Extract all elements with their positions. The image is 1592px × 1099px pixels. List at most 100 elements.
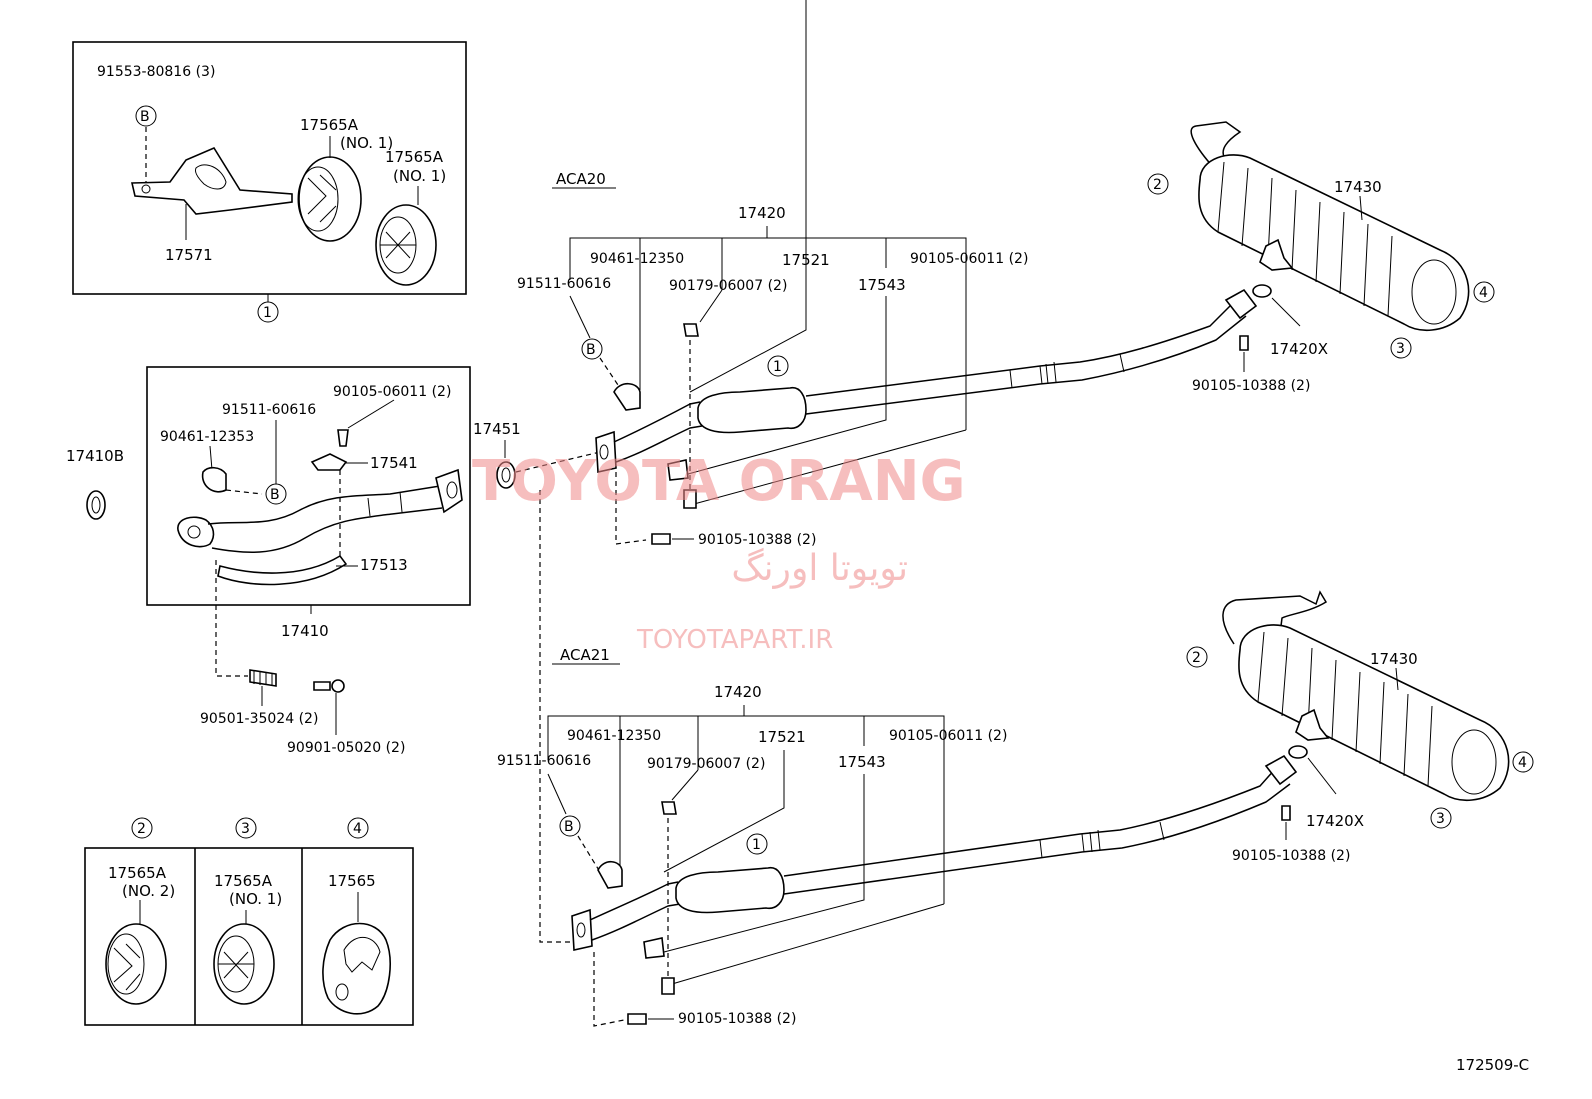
part-number-label[interactable]: 17565A — [214, 872, 273, 890]
callout-number: 1 — [752, 837, 761, 853]
part-number-label[interactable]: 17420 — [714, 683, 762, 701]
part-number-label[interactable]: 17410B — [66, 447, 124, 465]
pipe-clamp-part — [201, 466, 227, 493]
part-number-label[interactable]: 17543 — [838, 753, 886, 771]
pipe-support-part — [643, 937, 665, 959]
gasket-ring-part — [1288, 745, 1308, 759]
part-number-label[interactable]: 17541 — [370, 454, 418, 472]
spring-part — [249, 669, 277, 687]
hanger-legend: 2 3 4 17565A (NO. 2) 17565A (NO. 1) 1756… — [84, 817, 414, 1026]
part-number-label[interactable]: 17565A — [385, 148, 444, 166]
reference-b-label: B — [140, 109, 150, 125]
reference-b-label: B — [586, 342, 596, 358]
front-pipe-box: 90105-06011 (2) 91511-60616 90461-12353 … — [146, 366, 471, 640]
part-number-label[interactable]: 17420X — [1306, 812, 1364, 830]
reference-b-label: B — [564, 819, 574, 835]
part-note-label: (NO. 1) — [393, 167, 446, 185]
part-number-label[interactable]: 90105-10388 (2) — [678, 1011, 796, 1027]
part-number-label[interactable]: 91511-60616 — [222, 402, 316, 418]
bolt-part — [337, 429, 349, 447]
figure-id: 172509-C — [1456, 1056, 1529, 1074]
part-number-label[interactable]: 17420X — [1270, 340, 1328, 358]
bolt-part — [683, 489, 697, 509]
part-number-label[interactable]: 17521 — [758, 728, 806, 746]
part-number-label[interactable]: 90501-35024 (2) — [200, 711, 318, 727]
part-note-label: (NO. 1) — [340, 134, 393, 152]
part-number-label[interactable]: 17430 — [1334, 178, 1382, 196]
pipe-clamp-part — [597, 860, 623, 889]
part-number-label[interactable]: 90105-06011 (2) — [889, 728, 1007, 744]
watermark-arabic: تویوتا اورنگ — [731, 547, 908, 589]
part-number-label[interactable]: 90901-05020 (2) — [287, 740, 405, 756]
part-number-label[interactable]: 17565A — [300, 116, 359, 134]
part-number-label[interactable]: 17571 — [165, 246, 213, 264]
callout-number: 4 — [1479, 285, 1488, 301]
part-number-label[interactable]: 17565A — [108, 864, 167, 882]
part-number-label[interactable]: 90105-10388 (2) — [1232, 848, 1350, 864]
callout-number: 4 — [353, 821, 362, 837]
rubber-hanger-part — [213, 923, 275, 1005]
callout-number: 2 — [137, 821, 146, 837]
pipe-flange-part — [571, 908, 593, 951]
rubber-hanger-part — [105, 923, 167, 1005]
aca20-section: ACA20 17420 90461-12350 17521 90105-0601… — [517, 0, 1495, 548]
bolt-part — [661, 977, 675, 995]
hanger-bracket-part — [131, 146, 293, 215]
part-number-label[interactable]: 90105-06011 (2) — [333, 384, 451, 400]
variant-heading: ACA21 — [560, 646, 610, 664]
nut-part — [661, 801, 677, 815]
muffler-part — [1222, 590, 1510, 802]
part-number-label[interactable]: 90105-10388 (2) — [698, 532, 816, 548]
pipe-support-part — [310, 453, 348, 471]
part-note-label: (NO. 2) — [122, 882, 175, 900]
callout-number: 1 — [773, 359, 782, 375]
part-number-label[interactable]: 17451 — [473, 420, 521, 438]
part-number-label[interactable]: 17410 — [281, 622, 329, 640]
part-number-label[interactable]: 17543 — [858, 276, 906, 294]
muffler-part — [1190, 121, 1470, 332]
bolt-part — [313, 681, 331, 691]
part-number-label[interactable]: 17430 — [1370, 650, 1418, 668]
callout-number: 3 — [241, 821, 250, 837]
pipe-support-part — [667, 459, 689, 481]
reference-b-label: B — [270, 487, 280, 503]
callout-number: 2 — [1192, 650, 1201, 666]
part-number-label[interactable]: 90461-12350 — [590, 251, 684, 267]
callout-number: 4 — [1518, 755, 1527, 771]
part-number-label[interactable]: 91511-60616 — [517, 276, 611, 292]
part-number-label[interactable]: 17513 — [360, 556, 408, 574]
part-number-label[interactable]: 17565 — [328, 872, 376, 890]
rubber-hanger-part — [322, 922, 391, 1015]
bolt-part — [651, 533, 671, 545]
watermark: TOYOTA ORANG تویوتا اورنگ TOYOTAPART.IR — [472, 449, 966, 655]
part-number-label[interactable]: 90461-12353 — [160, 429, 254, 445]
part-number-label[interactable]: 90461-12350 — [567, 728, 661, 744]
callout-number: 3 — [1436, 811, 1445, 827]
part-number-label[interactable]: 90179-06007 (2) — [647, 756, 765, 772]
bolt-part — [627, 1013, 647, 1025]
center-exhaust-pipe-part — [613, 288, 1258, 463]
part-number-label[interactable]: 17420 — [738, 204, 786, 222]
part-note-label: (NO. 1) — [229, 890, 282, 908]
part-number-label[interactable]: 91511-60616 — [497, 753, 591, 769]
bolt-part — [1281, 805, 1291, 821]
callout-number: 1 — [263, 305, 272, 321]
bolt-part — [1239, 335, 1249, 351]
callout-number: 3 — [1396, 341, 1405, 357]
watermark-url: TOYOTAPART.IR — [636, 625, 833, 655]
part-number-label[interactable]: 90179-06007 (2) — [669, 278, 787, 294]
pipe-clamp-part — [613, 382, 641, 411]
part-number-label[interactable]: 90105-06011 (2) — [910, 251, 1028, 267]
hanger-detail-box: 91553-80816 (3) B 17571 17565A (NO. 1) 1… — [72, 41, 467, 323]
part-number-label[interactable]: 90105-10388 (2) — [1192, 378, 1310, 394]
pipe-flange-part — [595, 430, 617, 473]
gasket-ring-part — [496, 461, 516, 489]
nut-part — [683, 323, 699, 337]
front-exhaust-pipe-part — [177, 468, 463, 586]
rubber-hanger-part — [297, 156, 362, 242]
part-number-label[interactable]: 91553-80816 (3) — [97, 64, 215, 80]
gasket-ring-part — [1252, 284, 1272, 298]
watermark-title: TOYOTA ORANG — [472, 449, 966, 514]
gasket-ring-part — [86, 490, 106, 520]
